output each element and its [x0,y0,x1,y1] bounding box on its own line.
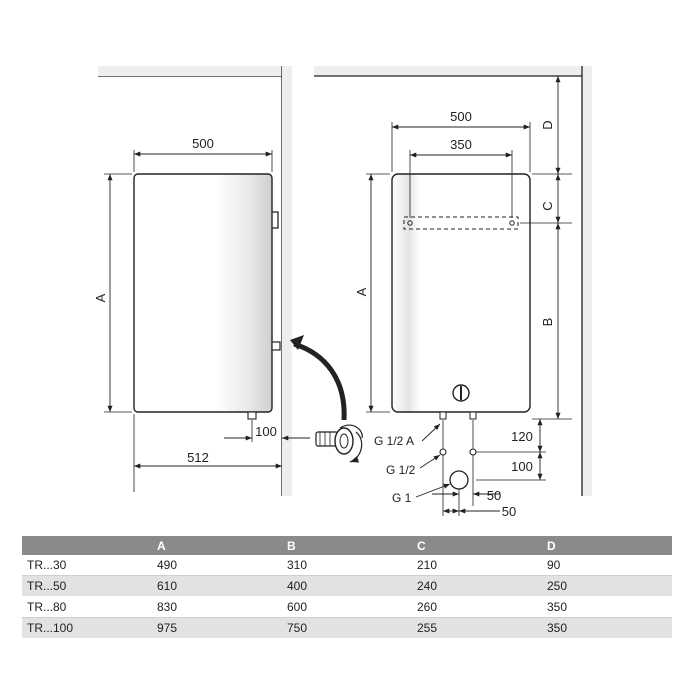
port-g1-label: G 1 [392,491,412,505]
table-cell: 250 [542,575,672,597]
table-row: TR...30 490 310 210 90 [22,555,672,576]
table-row: TR...80 830 600 260 350 [22,596,672,618]
table-cell: 750 [282,617,412,639]
header-model [22,536,152,555]
tank-front [391,173,531,413]
front-height-label: A [354,287,369,296]
adjustment-screw-icon [315,424,363,463]
drain-g1-icon [449,470,469,490]
table-cell: 400 [282,575,412,597]
table-cell: TR...80 [22,596,152,618]
dim-d-label: D [540,120,555,129]
table-cell: 975 [152,617,282,639]
bracket-width-label: 350 [450,137,472,152]
table-cell: 260 [412,596,542,618]
dim-100-label: 100 [511,459,533,474]
header-a: A [152,536,282,555]
table-cell: 255 [412,617,542,639]
dim-50a-label: 50 [487,488,501,503]
dimensions-table: A B C D TR...30 490 310 210 90 TR...50 6… [22,536,672,639]
header-d: D [542,536,672,555]
side-view: 500 A 100 512 [93,66,363,496]
front-width-label: 500 [450,109,472,124]
front-view: 500 350 A D C B 120 100 [314,66,592,519]
table-cell: 210 [412,555,542,576]
dim-50b-label: 50 [502,504,516,519]
table-cell: TR...100 [22,617,152,639]
header-c: C [412,536,542,555]
table-row: TR...50 610 400 240 250 [22,575,672,597]
mounting-rail [403,216,519,230]
table-header-row: A B C D [22,536,672,555]
dim-b-label: B [540,318,555,327]
table-cell: 310 [282,555,412,576]
table-cell: 830 [152,596,282,618]
dim-c-label: C [540,201,555,210]
table-cell: 90 [542,555,672,576]
port-g-half-a-label: G 1/2 A [374,434,414,448]
table-cell: 240 [412,575,542,597]
table-cell: 600 [282,596,412,618]
table-cell: 350 [542,596,672,618]
detail-arrow-icon [293,341,347,421]
table-cell: 350 [542,617,672,639]
side-width-label: 500 [192,136,214,151]
table-row: TR...100 975 750 255 350 [22,617,672,639]
table-cell: TR...30 [22,555,152,576]
tank-side [133,173,273,413]
table-cell: 490 [152,555,282,576]
side-height-label: A [93,293,108,302]
port-g-half-label: G 1/2 [386,463,416,477]
side-offset-label: 100 [255,424,277,439]
header-b: B [282,536,412,555]
side-depth-label: 512 [187,450,209,465]
technical-drawing: 500 A 100 512 [93,66,592,519]
table-cell: 610 [152,575,282,597]
dim-120-label: 120 [511,429,533,444]
table-cell: TR...50 [22,575,152,597]
